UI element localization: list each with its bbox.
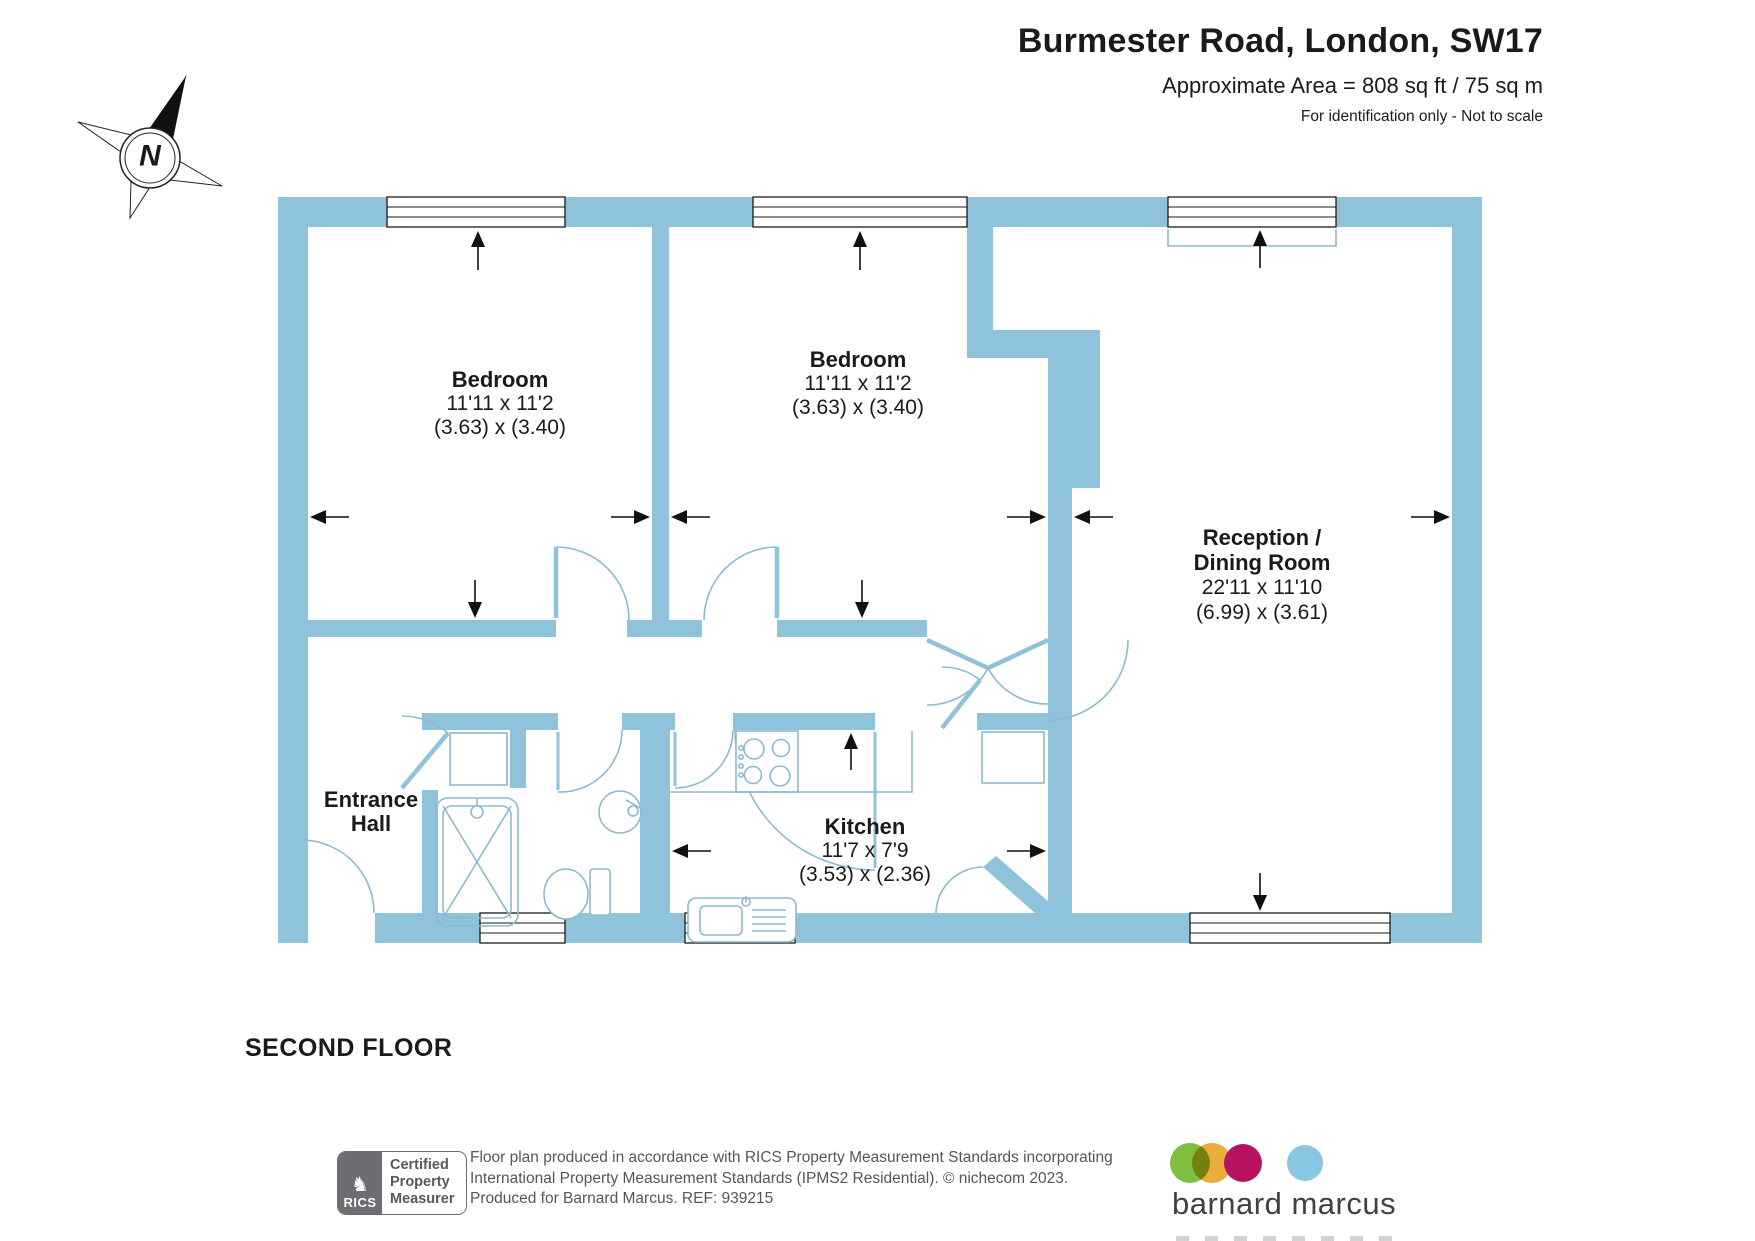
bedroom2-imperial: 11'11 x 11'2 [804,372,912,395]
rics-badge-text: Certified Property Measurer [382,1152,466,1214]
hob-icon [735,730,799,793]
windows [386,196,1391,944]
arrow-down-bedroom1 [468,580,482,618]
door-bedroom1 [553,546,630,621]
arrow-left-bedroom1 [310,510,349,524]
header: Burmester Road, London, SW17 Approximate… [1018,22,1543,126]
arrow-left-reception [1074,510,1113,524]
toilet-icon [543,868,611,920]
arrow-up-bedroom2 [853,231,867,270]
bedroom2-metric: (3.63) x (3.40) [792,396,924,419]
bedroom1-metric: (3.63) x (3.40) [434,416,566,439]
kitchen-counter-line [670,731,913,793]
landing-closet-box [981,731,1045,784]
arrow-down-bedroom2 [855,580,869,618]
door-hall-closet [400,715,450,790]
approximate-area: Approximate Area = 808 sq ft / 75 sq m [1162,73,1543,98]
bedroom1-name: Bedroom [451,367,549,392]
door-bathroom [556,729,623,793]
room-label-entrance-hall: Entrance Hall [324,788,418,836]
rics-badge-line2: Property [390,1174,450,1190]
room-label-bedroom1: Bedroom 11'11 x 11'2 (3.63) x (3.40) [434,368,566,440]
fixtures [435,730,1045,943]
entrance-hall-line1: Entrance [323,787,419,812]
bedroom2-name: Bedroom [809,347,907,372]
basin-icon [598,790,642,834]
window-bedroom2 [752,196,968,228]
bay-sill-line [1167,229,1337,247]
rics-logo: ♞ RICS [338,1152,382,1214]
exterior-walls [278,197,1482,943]
arrow-left-bedroom2 [671,510,710,524]
compass-north-label: N [139,139,161,173]
interior-walls [308,227,1100,913]
rics-lion-icon: ♞ [351,1174,369,1196]
brand-sub-smudge [1176,1236,1396,1241]
page-title: Burmester Road, London, SW17 [1017,22,1543,60]
reception-name-line2: Dining Room [1193,550,1331,575]
reception-name-line1: Reception / [1202,525,1322,550]
arrow-up-reception [1253,230,1267,268]
bathtub-icon [435,797,519,927]
room-label-bedroom2: Bedroom 11'11 x 11'2 (3.63) x (3.40) [792,348,924,420]
arrow-left-kitchen [672,844,711,858]
rics-org-label: RICS [343,1195,377,1210]
entrance-hall-line2: Hall [350,811,392,836]
door-bedroom2 [703,546,780,621]
door-front [301,839,375,914]
kitchen-imperial: 11'7 x 7'9 [821,839,909,862]
disclaimer-line2: International Property Measurement Stand… [470,1169,1069,1187]
double-doors-reception [926,637,1129,721]
door-landing-closet [940,666,982,730]
rics-badge-line3: Measurer [390,1191,455,1207]
window-reception-bottom [1189,912,1391,944]
arrow-down-reception [1253,873,1267,911]
rics-badge: ♞ RICS Certified Property Measurer [337,1151,467,1215]
brand-wordmark: barnard marcus [1172,1186,1397,1221]
window-bedroom1 [386,196,566,228]
doors [301,546,1129,914]
brand-dots-icon [1170,1143,1323,1183]
reception-imperial: 22'11 x 11'10 [1201,576,1323,599]
dimension-arrows [310,230,1450,911]
disclaimer-line3: Produced for Barnard Marcus. REF: 939215 [470,1190,774,1207]
sink-icon [687,896,797,943]
floor-label: SECOND FLOOR [245,1034,453,1062]
window-reception-top [1167,196,1337,247]
arrow-right-bedroom1 [611,510,650,524]
arrow-right-bedroom2 [1007,510,1046,524]
arrow-up-bedroom1 [471,231,485,270]
rics-badge-line1: Certified [390,1157,449,1173]
kitchen-metric: (3.53) x (2.36) [799,863,931,886]
hall-closet-box [449,732,508,786]
reception-metric: (6.99) x (3.61) [1196,601,1328,624]
bedroom1-imperial: 11'11 x 11'2 [446,392,554,415]
room-label-reception: Reception / Dining Room 22'11 x 11'10 (6… [1194,525,1331,625]
chamfer-wall [983,856,1050,913]
arrow-up-kitchen [844,733,858,770]
disclaimer-line1: Floor plan produced in accordance with R… [470,1149,1113,1166]
door-kitchen-reception [935,866,984,914]
kitchen-name: Kitchen [824,814,906,839]
arrow-right-kitchen [1007,844,1046,858]
arrow-right-reception [1411,510,1450,524]
identification-note: For identification only - Not to scale [1300,108,1543,125]
north-compass-icon [77,75,223,220]
disclaimer-text: Floor plan produced in accordance with R… [470,1148,1113,1210]
room-label-kitchen: Kitchen 11'7 x 7'9 (3.53) x (2.36) [799,815,931,887]
